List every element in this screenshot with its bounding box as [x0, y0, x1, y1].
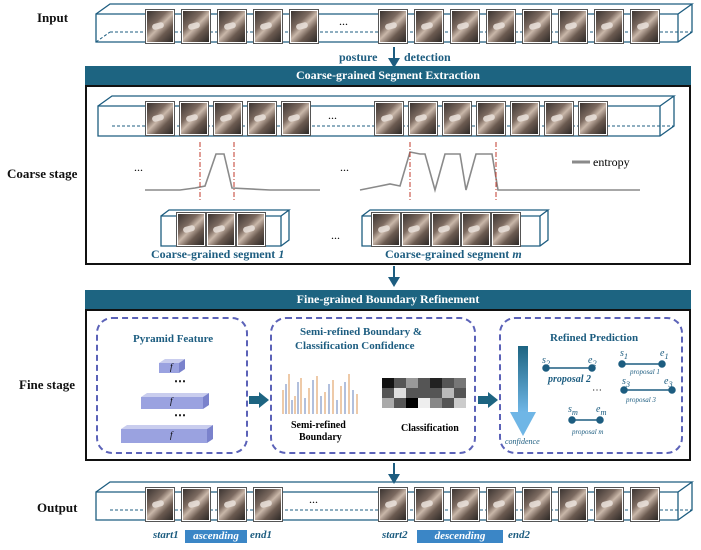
coarse-frame-strip: ... [96, 92, 676, 142]
classification-heatmap [382, 378, 466, 408]
start2-label: start2 [382, 529, 408, 541]
p1-end: e1 [660, 348, 669, 361]
output-frame-strip: ... [94, 480, 694, 526]
coarse-title-bar: Coarse-grained Segment Extraction [85, 66, 691, 85]
ellipsis: ... [339, 14, 348, 28]
pm-start: sm [568, 404, 578, 417]
end2-label: end2 [508, 529, 530, 541]
arrow-label-posture: posture [339, 50, 378, 64]
down-arrow-icon [388, 463, 400, 484]
semi-title-2: Classification Confidence [295, 340, 415, 352]
right-arrow-icon [249, 392, 269, 408]
caption-segment-m: Coarse-grained segment m [385, 247, 522, 261]
row-label-input: Input [37, 10, 69, 25]
confidence-arrow-icon [510, 346, 536, 436]
ellipsis: ... [309, 492, 318, 506]
input-frame-strip: ... [94, 2, 694, 48]
ellipsis: ... [340, 160, 349, 174]
row-label-output: Output [37, 500, 78, 515]
pm-end: em [596, 404, 607, 417]
down-arrow-icon [388, 266, 400, 287]
ellipsis: ... [134, 160, 143, 174]
fine-stage-box [85, 309, 691, 461]
p2-start: s2 [542, 355, 551, 368]
coarse-segment-1 [159, 208, 291, 248]
p3-end: e3 [664, 376, 673, 389]
down-arrow-icon [388, 47, 400, 68]
proposal-lines [542, 360, 676, 424]
proposal-2-label: proposal 2 [548, 374, 592, 385]
feature-label: f [170, 362, 173, 372]
boundary-label-2: Boundary [299, 432, 342, 443]
proposal-m-label: proposal m [572, 428, 604, 436]
legend-entropy: entropy [593, 155, 630, 169]
right-arrow-icon [478, 392, 498, 408]
start1-label: start1 [153, 529, 179, 541]
arrow-label-detection: detection [404, 50, 451, 64]
pyramid-title: Pyramid Feature [133, 333, 214, 345]
feature-label: f [170, 430, 173, 440]
proposal-1-label: proposal 1 [630, 368, 660, 376]
proposal-3-label: proposal 3 [626, 396, 656, 404]
descending-chip: descending [417, 530, 503, 543]
row-label-coarse: Coarse stage [7, 166, 78, 181]
confidence-label: confidence [505, 437, 540, 446]
p1-start: s1 [620, 348, 629, 361]
feature-label: f [170, 396, 173, 406]
entropy-plot [145, 142, 640, 200]
fine-title-bar: Fine-grained Boundary Refinement [85, 290, 691, 309]
refined-prediction-panel [499, 317, 683, 454]
caption-segment-1: Coarse-grained segment 1 [151, 247, 285, 261]
pyramid-blocks [121, 359, 213, 443]
p2-end: e2 [588, 355, 597, 368]
p3-start: s3 [622, 376, 631, 389]
coarse-stage-box [85, 85, 691, 265]
ellipsis: ... [328, 108, 337, 122]
semi-title-1: Semi-refined Boundary & [300, 326, 423, 338]
refined-title: Refined Prediction [550, 332, 639, 344]
semi-refined-panel [270, 317, 476, 454]
row-label-fine: Fine stage [19, 377, 75, 392]
end1-label: end1 [250, 529, 272, 541]
ellipsis: ... [331, 228, 340, 242]
boundary-histogram [282, 374, 358, 414]
coarse-segment-m [360, 208, 550, 248]
classification-label: Classification [401, 423, 459, 434]
ascending-chip: ascending [185, 530, 247, 543]
boundary-label-1: Semi-refined [291, 420, 346, 431]
pyramid-feature-panel [96, 317, 248, 454]
